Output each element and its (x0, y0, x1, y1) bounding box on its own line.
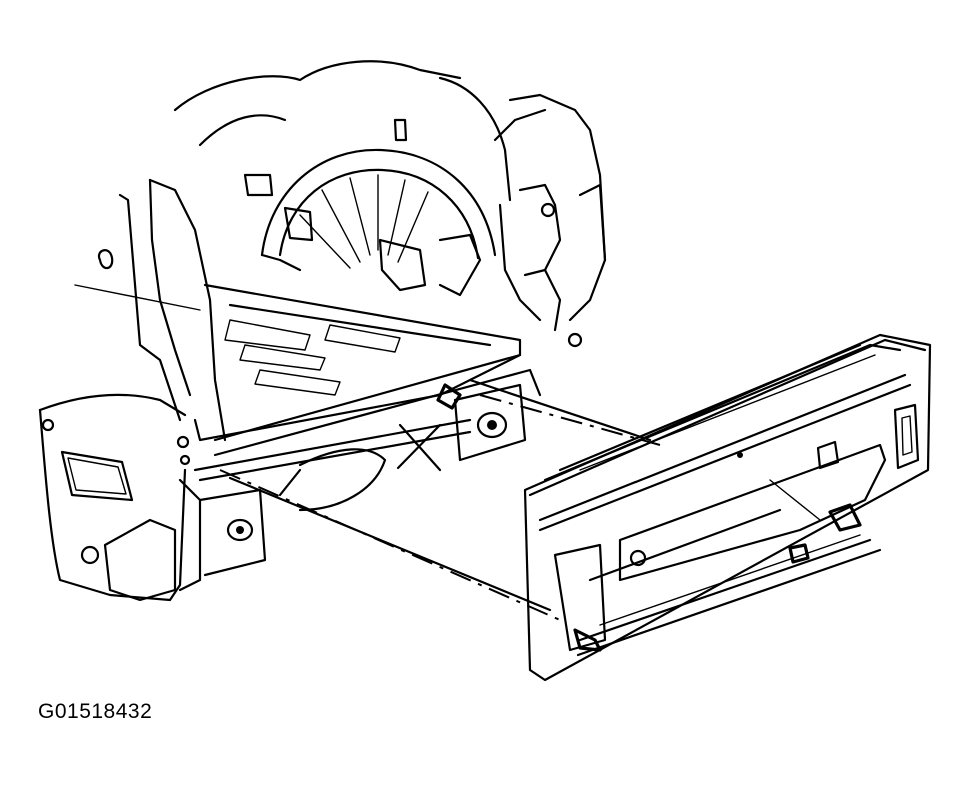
upper-body-shell (173, 60, 607, 348)
rear-crossmember (178, 383, 527, 592)
left-quarter-panel (38, 249, 187, 602)
rear-end-panel (523, 333, 932, 682)
removal-guide-lines (219, 378, 661, 621)
rear-wheelhouse (260, 148, 497, 297)
figure-id-label: G01518432 (38, 700, 153, 723)
left-pillar (74, 178, 227, 466)
